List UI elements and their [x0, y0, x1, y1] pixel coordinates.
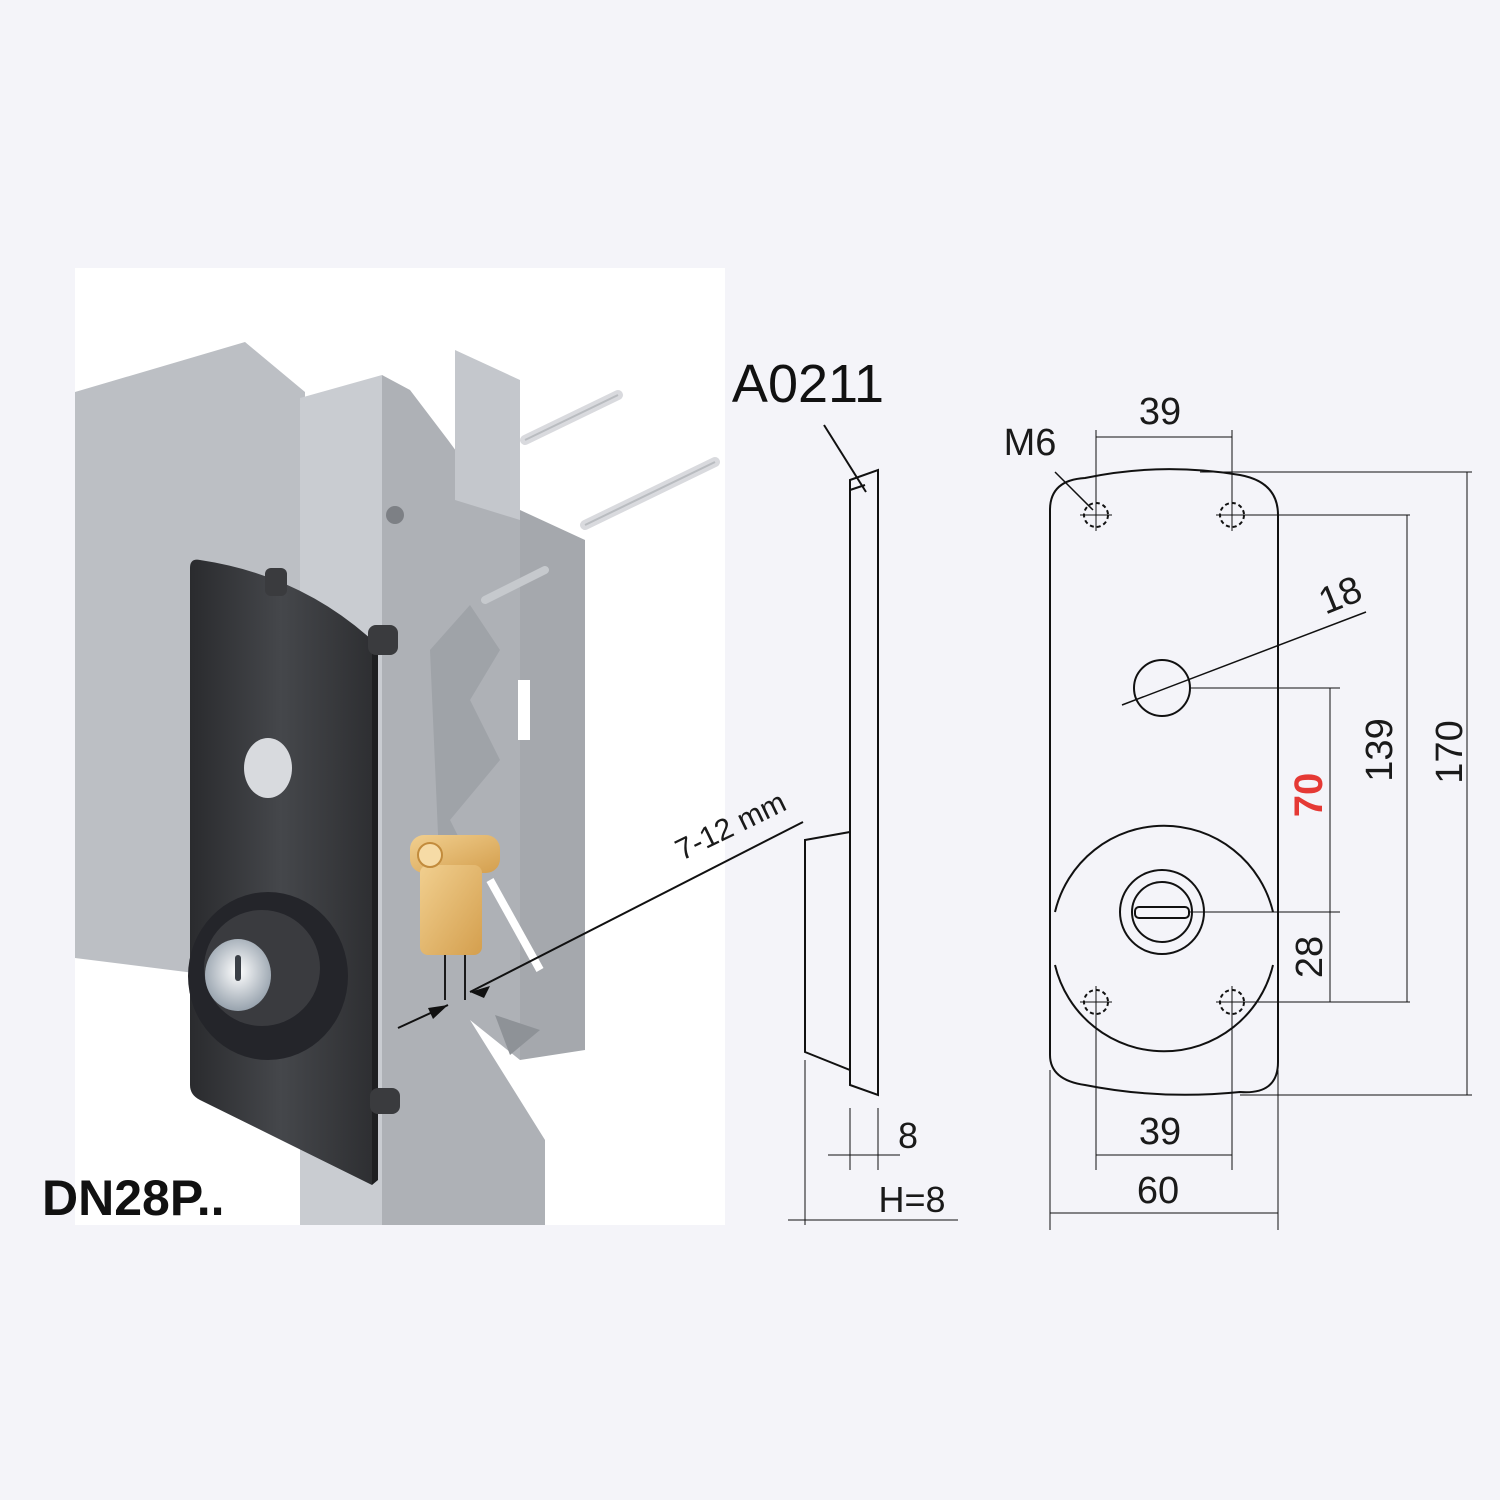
screw-icon — [520, 390, 623, 445]
lock-cylinder — [410, 835, 500, 1000]
screw-icon — [580, 457, 720, 530]
plate-width-label: 60 — [1137, 1170, 1179, 1212]
rosette-arc-bottom — [1054, 964, 1274, 1053]
keyway — [235, 955, 241, 981]
part-code-label: A0211 — [732, 354, 884, 414]
bottom-hole-spacing-label: 39 — [1139, 1111, 1181, 1153]
bracket-slot — [518, 680, 530, 740]
screw-hole-icon — [1216, 499, 1248, 531]
escutcheon-plate — [188, 559, 400, 1185]
m6-leader-line — [1054, 471, 1094, 511]
hole-center-distance-label: 139 — [1359, 718, 1401, 781]
total-height-label: H=8 — [878, 1179, 945, 1220]
hole-to-cylinder-label: 70 — [1287, 773, 1331, 818]
bracket-side — [520, 510, 585, 1060]
cylinder-cam — [486, 878, 544, 972]
screw-icon — [481, 566, 549, 604]
plate-hole — [244, 738, 292, 798]
nut-icon — [386, 506, 404, 524]
screw-hole-icon — [1216, 986, 1248, 1018]
plate-thickness-label: 8 — [898, 1115, 918, 1156]
cylinder-inner-ring — [1131, 881, 1193, 943]
plate-stud — [265, 568, 287, 596]
product-illustration: 7-12 mm DN28P.. — [42, 268, 804, 1226]
spindle-hole — [1133, 659, 1191, 717]
model-code-label: DN28P.. — [42, 1170, 225, 1226]
bracket-tab — [495, 1015, 540, 1055]
screw-hole-icon — [1080, 499, 1112, 531]
bracket-cutout — [430, 605, 500, 880]
plate-outline — [1049, 468, 1279, 1096]
part-leader-line — [823, 424, 867, 493]
plate-stud — [368, 625, 398, 655]
plate-profile — [849, 468, 879, 1097]
cylinder-to-bottom-holes-label: 28 — [1289, 936, 1331, 978]
side-profile-drawing — [788, 424, 958, 1225]
cylinder-boss-profile — [804, 830, 851, 1072]
top-hole-spacing-label: 39 — [1139, 391, 1181, 433]
screw-hole-icon — [1080, 986, 1112, 1018]
front-view-drawing — [1049, 430, 1472, 1230]
bracket-top — [455, 350, 520, 520]
plate-height-label: 170 — [1429, 720, 1471, 783]
rosette-arc-top — [1054, 824, 1274, 913]
plate-stud — [370, 1088, 400, 1114]
diameter-leader-line — [1121, 611, 1367, 706]
cylinder-slot — [1134, 906, 1190, 919]
screw-thread-label: M6 — [1004, 422, 1057, 464]
